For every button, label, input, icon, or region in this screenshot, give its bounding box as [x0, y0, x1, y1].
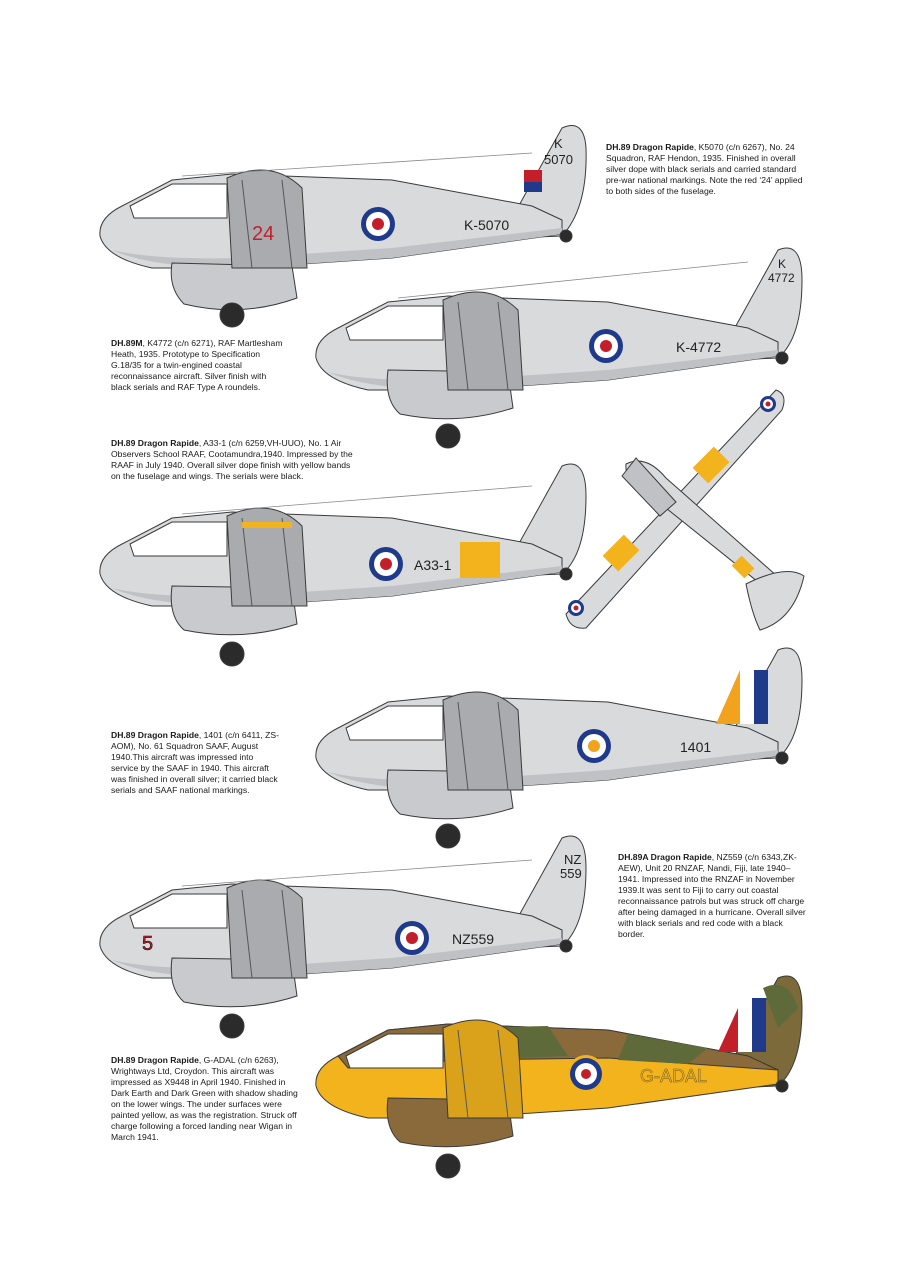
roundel	[589, 329, 623, 363]
serial: NZ559	[452, 931, 494, 947]
aircraft-profile-nz559: NZ559 NZ 559 5	[99, 835, 587, 1039]
yellow-wing-band-right	[692, 446, 730, 484]
roundel	[395, 921, 429, 955]
yellow-wing-band-left	[602, 534, 640, 572]
serial: A33-1	[414, 557, 452, 573]
fin-flash-white	[740, 670, 754, 724]
caption-k4772: DH.89M, K4772 (c/n 6271), RAF Martlesham…	[111, 338, 283, 392]
caption-a33-1: DH.89 Dragon Rapide, A33-1 (c/n 6259,VH-…	[111, 438, 353, 481]
roundel	[577, 729, 611, 763]
yellow-band	[460, 542, 500, 578]
nose-code: 5	[142, 933, 153, 955]
fin-flash-blue	[524, 182, 542, 192]
serial: K-5070	[464, 217, 509, 233]
fin-code-top: K	[554, 136, 563, 151]
caption-1401: DH.89 Dragon Rapide, 1401 (c/n 6411, ZS-…	[111, 730, 279, 795]
fin-code-top: K	[778, 257, 786, 271]
aircraft-profile-1401: 1401	[315, 647, 803, 849]
fin-code-bottom: 4772	[768, 271, 795, 285]
caption-k5070: DH.89 Dragon Rapide, K5070 (c/n 6267), N…	[606, 142, 803, 196]
fin-code-bottom: 5070	[544, 152, 573, 167]
yellow-wing-band	[242, 522, 292, 528]
fin-code-bottom: 559	[560, 866, 582, 881]
roundel-upper	[760, 396, 776, 412]
fin-flash-orange	[716, 670, 740, 724]
aircraft-profile-g-adal: G-ADAL	[315, 975, 803, 1179]
caption-g-adal: DH.89 Dragon Rapide, G-ADAL (c/n 6263), …	[111, 1055, 298, 1142]
serial: 1401	[680, 739, 711, 755]
serial: K-4772	[676, 339, 721, 355]
roundel-lower	[568, 600, 584, 616]
fin-code-top: NZ	[564, 852, 581, 867]
roundel	[369, 547, 403, 581]
aircraft-planview-a33-1	[565, 389, 805, 631]
fin-flash-red	[718, 1008, 738, 1052]
roundel	[567, 1055, 605, 1093]
aircraft-profile-k4772: K-4772 K 4772	[315, 247, 803, 449]
yellow-fuselage-band	[731, 555, 755, 579]
aircraft-profile-k5070: K-5070 K 5070 24	[99, 125, 587, 328]
caption-nz559: DH.89A Dragon Rapide, NZ559 (c/n 6343,ZK…	[618, 852, 806, 939]
serial: G-ADAL	[640, 1066, 707, 1086]
nose-code: 24	[252, 223, 274, 245]
aircraft-profile-a33-1: A33-1	[99, 463, 587, 667]
fin-flash-blue	[752, 998, 766, 1052]
fin-flash-white	[738, 998, 752, 1052]
fin-flash-blue	[754, 670, 768, 724]
roundel	[361, 207, 395, 241]
